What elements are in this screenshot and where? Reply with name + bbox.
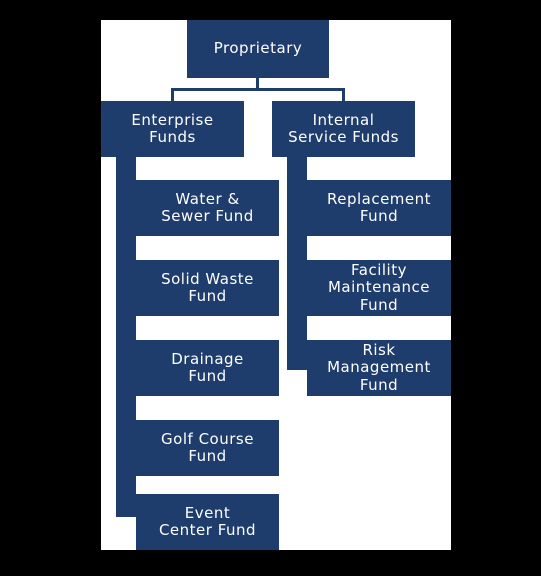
node-facility-maintenance-fund: Facility Maintenance Fund — [307, 260, 451, 316]
internal-spine — [287, 157, 307, 370]
node-drainage-fund: Drainage Fund — [136, 340, 279, 396]
node-golf-course-fund: Golf Course Fund — [136, 420, 279, 476]
connector-to-enterprise — [171, 88, 174, 101]
root-node: Proprietary — [187, 20, 329, 78]
group-internal-service-funds: Internal Service Funds — [272, 101, 415, 157]
enterprise-spine — [116, 157, 136, 517]
connector-root-down — [256, 78, 259, 88]
group-enterprise-funds: Enterprise Funds — [101, 101, 244, 157]
node-risk-management-fund: Risk Management Fund — [307, 340, 451, 396]
node-water-sewer-fund: Water & Sewer Fund — [136, 180, 279, 236]
node-event-center-fund: Event Center Fund — [136, 494, 279, 550]
node-solid-waste-fund: Solid Waste Fund — [136, 260, 279, 316]
connector-to-internal — [342, 88, 345, 101]
connector-horizontal — [171, 88, 344, 91]
node-replacement-fund: Replacement Fund — [307, 180, 451, 236]
